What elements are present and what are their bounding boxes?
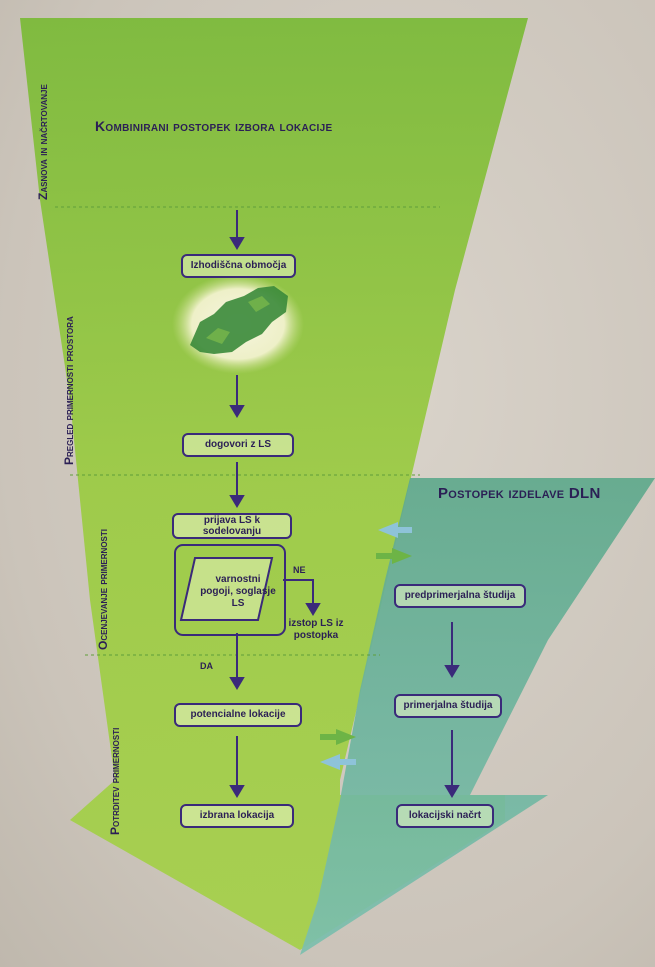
phase-label-potrditev: Potrditev primernosti [108, 727, 122, 835]
decision-parallelogram [179, 557, 274, 621]
decision-label-no: NE [293, 565, 306, 575]
right-process-title: Postopek izdelave DLN [438, 485, 601, 502]
step-predprimerjalna: predprimerjalna študija [394, 584, 526, 608]
step-lokacijski: lokacijski načrt [396, 804, 494, 828]
phase-label-pregled: Pregled primernosti prostora [62, 316, 76, 465]
green-process-arrow [20, 18, 528, 950]
step-izstop: izstop LS iz postopka [288, 618, 344, 641]
step-primerjalna: primerjalna študija [394, 694, 502, 718]
step-prijava: prijava LS k sodelovanju [172, 513, 292, 539]
step-izbrana-lokacija: izbrana lokacija [180, 804, 294, 828]
step-varnostni-pogoji: varnostni pogoji, soglasje LS [200, 574, 276, 609]
phase-label-ocenjevanje: Ocenjevanje primernosti [96, 529, 110, 650]
exchange-arrow-icon [320, 754, 356, 770]
exchange-arrow-icon [320, 729, 356, 745]
step-izhodiscna-obmocja: Izhodiščna območja [181, 254, 296, 278]
decision-box [174, 544, 286, 636]
left-process-title: Kombinirani postopek izbora lokacije [95, 118, 333, 134]
exchange-arrow-icon [378, 522, 412, 538]
phase-label-zasnova: Zasnova in načrtovanje [36, 84, 50, 200]
exchange-arrow-icon [376, 548, 412, 564]
step-dogovori: dogovori z LS [182, 433, 294, 457]
step-potencialne-lokacije: potencialne lokacije [174, 703, 302, 727]
decision-label-yes: DA [200, 661, 213, 671]
